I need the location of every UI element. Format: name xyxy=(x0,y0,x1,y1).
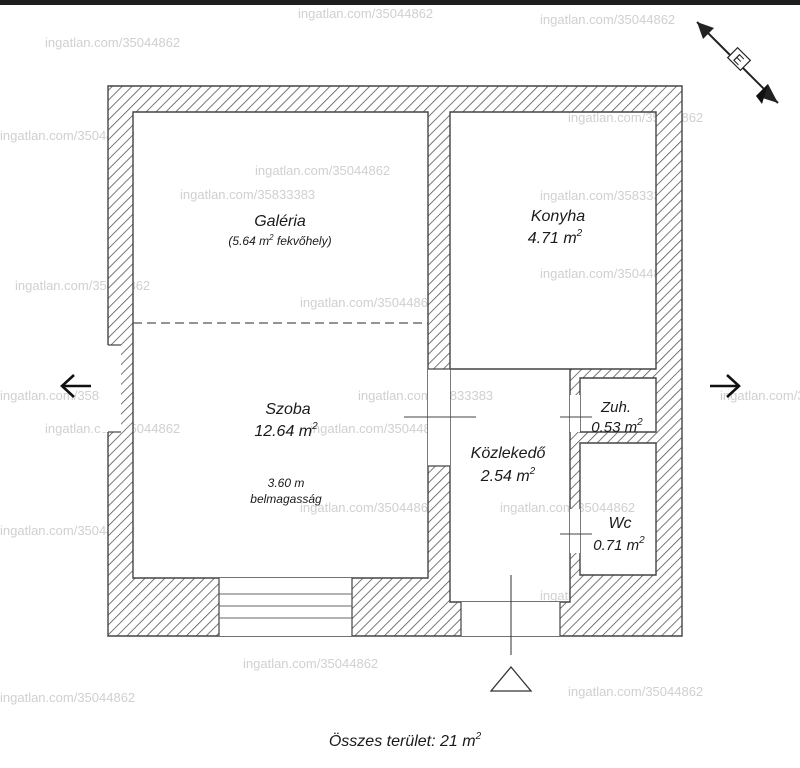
room-area-konyha: 4.71 m2 xyxy=(528,228,583,247)
arrow-right-icon xyxy=(710,374,741,398)
room-name-zuh: Zuh. xyxy=(600,399,631,416)
watermark: ingatlan.com/35044862 xyxy=(0,523,135,538)
watermark: ingatlan.com/35044862 xyxy=(45,35,180,50)
watermark: ingatlan.com/35044862 xyxy=(540,266,675,281)
room-area-szoba: 12.64 m2 xyxy=(254,421,318,440)
previous-image-button[interactable] xyxy=(56,366,96,406)
room-name-szoba: Szoba xyxy=(265,401,310,418)
watermark: ingatlan.com/35833383 xyxy=(540,188,675,203)
watermark: ingatlan.com/35044862 xyxy=(568,684,703,699)
room-name-konyha: Konyha xyxy=(531,208,585,225)
room-area-wc: 0.71 m2 xyxy=(593,535,645,554)
watermark: ingatlan.com/35044862 xyxy=(298,6,433,21)
room-note-galeria: (5.64 m2 fekvőhely) xyxy=(228,233,331,248)
west-wall-opening xyxy=(100,345,121,432)
watermark: ingatlan.com/35044862 xyxy=(0,128,135,143)
watermark: ingatlan.com/35044862 xyxy=(300,500,435,515)
room-name-galeria: Galéria xyxy=(254,213,306,230)
watermark-layer: ingatlan.com/35044862 ingatlan.com/35044… xyxy=(0,6,800,705)
watermark: ingatlan.com/35044862 xyxy=(310,421,445,436)
watermark: ingatlan.com/35833383 xyxy=(358,388,493,403)
watermark: ingatlan.com/35833383 xyxy=(180,187,315,202)
south-window xyxy=(219,578,352,636)
watermark: ingatlan.com/35044862 xyxy=(300,295,435,310)
watermark: ingatlan.com/35044862 xyxy=(540,12,675,27)
ceiling-height-value: 3.60 m xyxy=(268,476,305,490)
watermark: ingatlan.com/35044862 xyxy=(243,656,378,671)
room-name-wc: Wc xyxy=(608,515,631,532)
watermark: ingatlan.com/35044862 xyxy=(0,690,135,705)
top-bar xyxy=(0,0,800,5)
room-area-kozlekedo: 2.54 m2 xyxy=(480,466,536,485)
wall-structure xyxy=(107,85,683,637)
entrance-triangle-icon xyxy=(489,665,533,692)
arrow-left-icon xyxy=(60,374,91,398)
ceiling-height-label: belmagasság xyxy=(250,492,322,506)
watermark: ingatlan.com/35044862 xyxy=(500,500,635,515)
next-image-button[interactable] xyxy=(705,366,745,406)
compass-icon: E xyxy=(696,21,779,104)
room-name-kozlekedo: Közlekedő xyxy=(471,445,547,462)
total-area: Összes terület: 21 m2 xyxy=(329,731,482,750)
room-area-zuh: 0.53 m2 xyxy=(591,417,643,436)
watermark: ingatlan.com/35833383 xyxy=(720,388,800,403)
watermark: ingatlan.com/35044862 xyxy=(255,163,390,178)
